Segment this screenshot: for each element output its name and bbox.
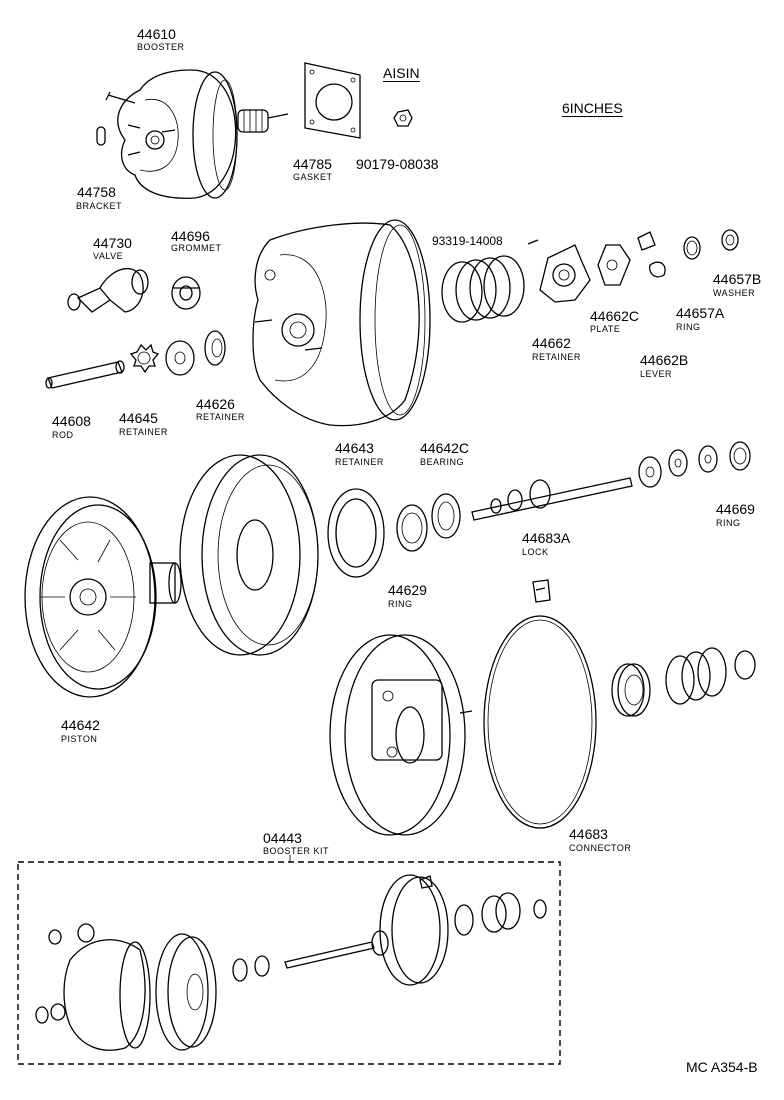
gasket-drawing	[304, 62, 361, 139]
bearing-number: 44642C	[420, 440, 470, 456]
washer-name: WASHER	[713, 288, 756, 298]
gasket-number: 44785	[293, 156, 332, 172]
front-shell-drawing	[329, 634, 473, 836]
washer-drawing	[721, 229, 739, 251]
rod-name: ROD	[52, 430, 74, 440]
piston-drawing	[24, 496, 182, 698]
ring-44669-drawing	[729, 441, 751, 471]
lock-drawing	[532, 579, 551, 603]
ring-44629-drawing	[396, 504, 428, 552]
booster-kit-name: BOOSTER KIT	[263, 846, 330, 856]
nut-number: 90179-08038	[356, 156, 439, 172]
push-rod-drawing	[471, 477, 633, 521]
retainer-44645-number: 44645	[119, 410, 158, 426]
lock-number: 44683A	[522, 530, 571, 546]
retainer-44662-drawing	[539, 244, 591, 303]
connector-name: CONNECTOR	[569, 843, 632, 853]
booster-kit-parts-drawing	[35, 874, 547, 1051]
retainer-44643-number: 44643	[335, 440, 374, 456]
bearing-name: BEARING	[420, 457, 465, 467]
washer-set-drawing	[638, 445, 718, 488]
piston-name: PISTON	[61, 734, 98, 744]
lever-drawing	[637, 231, 666, 278]
connector-number: 44683	[569, 826, 608, 842]
ring-44669-number: 44669	[716, 501, 755, 517]
piston-number: 44642	[61, 717, 100, 733]
ring-44629-name: RING	[388, 599, 413, 609]
plate-drawing	[597, 244, 631, 286]
size-label: 6INCHES	[562, 100, 623, 117]
retainer-44645-drawing	[129, 343, 160, 374]
nut-drawing	[393, 109, 413, 127]
bracket-number: 44758	[77, 184, 116, 200]
lock-name: LOCK	[522, 547, 549, 557]
rod-number: 44608	[52, 413, 91, 429]
retainer-44645-name: RETAINER	[119, 427, 168, 437]
ring-44629-number: 44629	[388, 582, 427, 598]
rod-drawing	[45, 360, 125, 389]
valve-drawing	[67, 268, 149, 313]
connector-drawing	[483, 615, 597, 829]
ring-44657a-name: RING	[676, 322, 701, 332]
lever-name: LEVER	[640, 369, 673, 379]
booster-shell-drawing	[252, 219, 431, 427]
retainer-44626-number: 44626	[196, 396, 235, 412]
spring-drawing	[441, 239, 539, 323]
plate-number: 44662C	[590, 308, 640, 324]
booster-kit-number: 04443	[263, 830, 302, 846]
valve-name: VALVE	[93, 251, 124, 261]
bolt-number: 93319-14008	[432, 234, 503, 248]
retainer-44643-drawing	[327, 488, 385, 578]
booster-assembly-drawing	[96, 69, 289, 199]
retainer-44662-name: RETAINER	[532, 352, 581, 362]
ring-44657a-drawing	[683, 236, 701, 260]
bracket-name: BRACKET	[76, 201, 123, 211]
gasket-name: GASKET	[293, 172, 333, 182]
washer-number: 44657B	[713, 271, 762, 287]
ring-44657a-number: 44657A	[676, 305, 725, 321]
retainer-44643-name: RETAINER	[335, 457, 384, 467]
booster-kit-box	[17, 855, 561, 1065]
rear-shell-drawing	[179, 454, 319, 656]
diagram-code: MC A354-B	[686, 1059, 758, 1075]
lever-number: 44662B	[640, 352, 689, 368]
grommet-number: 44696	[171, 228, 210, 244]
retainer-44626-name: RETAINER	[196, 412, 245, 422]
valve-number: 44730	[93, 235, 132, 251]
brand-label: AISIN	[383, 65, 420, 82]
retainer-44662-number: 44662	[532, 335, 571, 351]
bearing-drawing	[431, 493, 461, 539]
seal-drawing	[611, 647, 756, 717]
booster-name: BOOSTER	[137, 42, 185, 52]
ring-44669-name: RING	[716, 518, 741, 528]
booster-number: 44610	[137, 26, 176, 42]
retainer-44626-drawing	[165, 330, 226, 376]
grommet-name: GROMMET	[171, 243, 222, 253]
grommet-drawing	[171, 276, 201, 310]
plate-name: PLATE	[590, 324, 621, 334]
